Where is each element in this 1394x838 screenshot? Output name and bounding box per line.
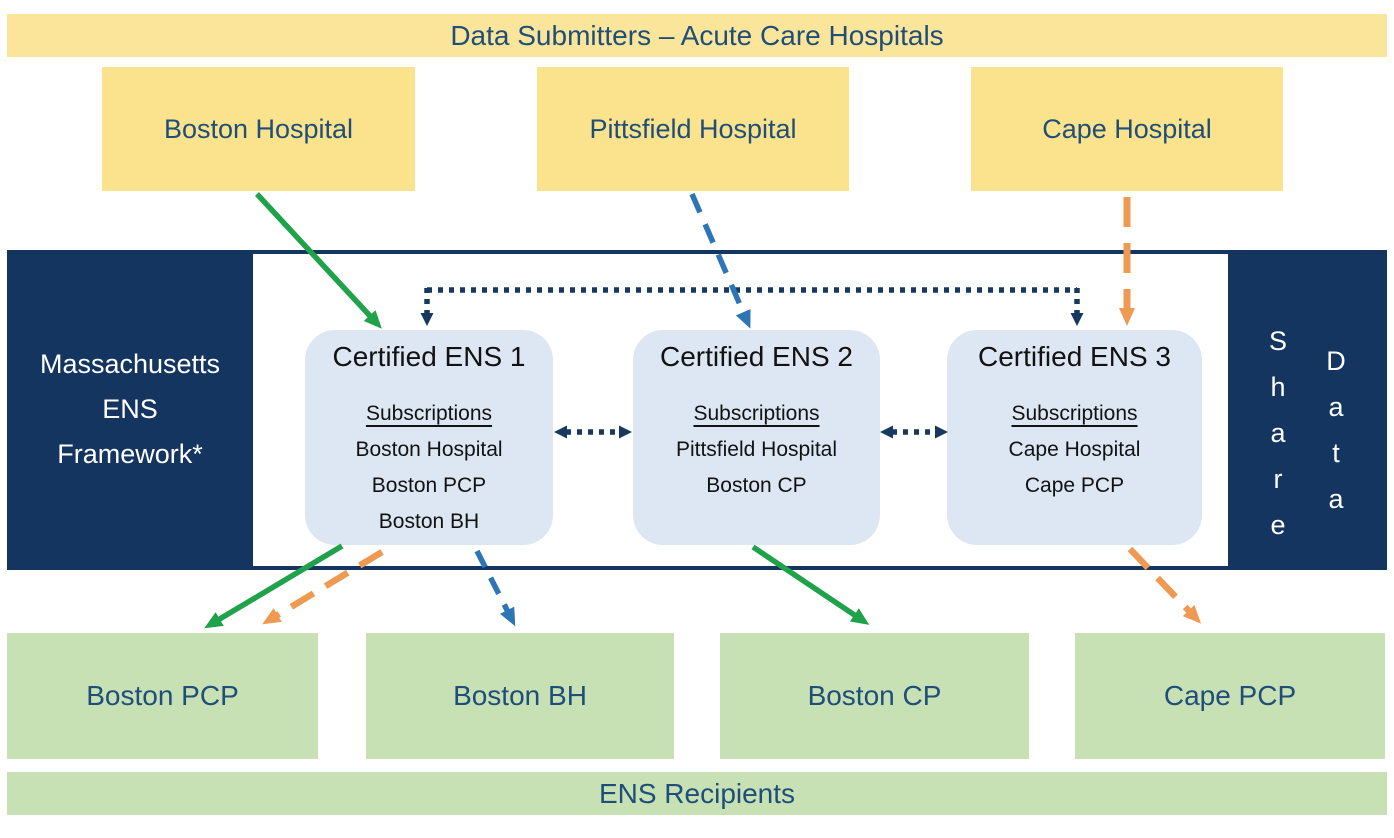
ens-1-subscription-item: Boston PCP bbox=[371, 474, 487, 497]
ens-3-subscription-item: Cape Hospital bbox=[1008, 438, 1141, 461]
ens-3-subscriptions-heading: Subscriptions bbox=[1011, 402, 1138, 425]
node-cape-hospital: Cape Hospital bbox=[971, 67, 1283, 191]
ens-3-title: Certified ENS 3 bbox=[978, 341, 1171, 372]
node-boston-pcp-label: Boston PCP bbox=[86, 680, 239, 711]
ens-2-title: Certified ENS 2 bbox=[660, 341, 853, 372]
framework-title-line3: Framework* bbox=[57, 439, 203, 469]
ens-3-subscription-item: Cape PCP bbox=[1024, 474, 1125, 497]
ens-2-subscriptions-heading: Subscriptions bbox=[693, 402, 820, 425]
node-certified-ens-3: Certified ENS 3 Subscriptions Cape Hospi… bbox=[947, 330, 1202, 545]
ens-2-subscription-item: Boston CP bbox=[706, 474, 807, 497]
node-boston-cp-label: Boston CP bbox=[807, 680, 942, 711]
data-vertical-label: Data bbox=[1321, 346, 1351, 530]
ens-recipients-banner: ENS Recipients bbox=[7, 772, 1387, 815]
node-pittsfield-hospital-label: Pittsfield Hospital bbox=[589, 113, 797, 144]
ens-2-subscription-item: Pittsfield Hospital bbox=[675, 438, 838, 461]
node-boston-bh-label: Boston BH bbox=[453, 680, 587, 711]
node-boston-pcp: Boston PCP bbox=[7, 633, 318, 759]
ens-1-subscription-item: Boston BH bbox=[378, 510, 480, 533]
node-boston-cp: Boston CP bbox=[720, 633, 1029, 759]
node-certified-ens-2: Certified ENS 2 Subscriptions Pittsfield… bbox=[633, 330, 880, 545]
node-cape-hospital-label: Cape Hospital bbox=[1042, 113, 1212, 144]
node-cape-pcp: Cape PCP bbox=[1075, 633, 1385, 759]
node-boston-hospital: Boston Hospital bbox=[102, 67, 415, 191]
ens-1-title: Certified ENS 1 bbox=[332, 341, 526, 372]
framework-title: Massachusetts ENS Framework* bbox=[7, 342, 253, 477]
share-vertical-label: Share bbox=[1263, 326, 1293, 556]
ens-1-subscription-item: Boston Hospital bbox=[355, 438, 503, 461]
framework-title-block: Massachusetts ENS Framework* bbox=[7, 250, 253, 570]
node-boston-bh: Boston BH bbox=[366, 633, 674, 759]
node-cape-pcp-label: Cape PCP bbox=[1163, 680, 1297, 711]
share-data-block: Share Data bbox=[1228, 250, 1387, 570]
node-boston-hospital-label: Boston Hospital bbox=[163, 113, 354, 144]
data-submitters-banner-label: Data Submitters – Acute Care Hospitals bbox=[450, 19, 944, 51]
ens-recipients-banner-label: ENS Recipients bbox=[598, 777, 796, 809]
node-pittsfield-hospital: Pittsfield Hospital bbox=[537, 67, 849, 191]
node-certified-ens-1: Certified ENS 1 Subscriptions Boston Hos… bbox=[305, 330, 553, 545]
framework-title-line1: Massachusetts bbox=[39, 349, 221, 379]
framework-title-line2: ENS bbox=[102, 394, 158, 424]
ens-1-subscriptions-heading: Subscriptions bbox=[365, 402, 493, 425]
data-submitters-banner: Data Submitters – Acute Care Hospitals bbox=[7, 14, 1387, 57]
